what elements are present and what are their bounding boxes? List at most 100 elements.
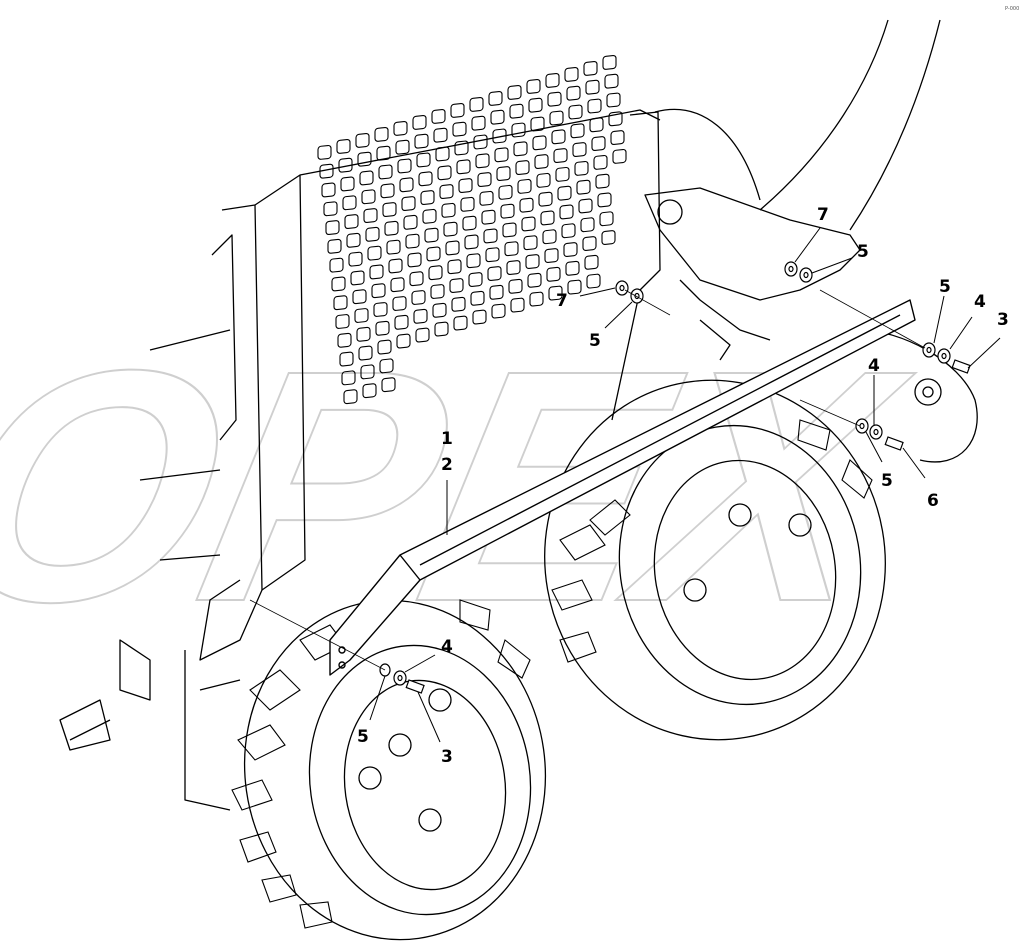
mesh-cell (415, 327, 430, 343)
mesh-cell (396, 333, 411, 349)
mesh-cell (340, 176, 355, 192)
mesh-cell (432, 302, 447, 318)
mesh-cell (416, 152, 431, 168)
mesh-cell (545, 72, 560, 88)
mesh-cell (323, 201, 338, 217)
mesh-cell (578, 198, 593, 214)
mesh-cell (529, 291, 544, 307)
mesh-cell (532, 135, 547, 151)
mesh-cell (376, 145, 391, 161)
mesh-cell (488, 90, 503, 106)
mesh-cell (604, 73, 619, 89)
mesh-cell (498, 184, 513, 200)
callout-4-middle: 4 (868, 356, 880, 376)
cab-screen-mesh (317, 55, 627, 405)
mesh-cell (602, 55, 617, 70)
callout-labels: 1 2 3 3 4 4 4 5 5 5 5 5 6 7 7 (357, 205, 1009, 767)
mesh-cell (317, 144, 332, 160)
mesh-cell (331, 276, 346, 292)
mesh-cell (458, 178, 473, 194)
mesh-cell (453, 315, 468, 331)
mesh-cell (393, 120, 408, 136)
rear-tire (544, 379, 886, 741)
mesh-cell (612, 148, 627, 164)
mesh-cell (586, 273, 601, 289)
mesh-cell (566, 85, 581, 101)
mesh-cell (409, 271, 424, 287)
mesh-cell (343, 389, 358, 405)
mesh-cell (481, 209, 496, 225)
mesh-cell (374, 126, 389, 142)
mesh-cell (606, 92, 621, 108)
mesh-cell (485, 247, 500, 263)
mesh-cell (435, 146, 450, 162)
mesh-cell (565, 260, 580, 276)
callout-7-top-left: 7 (556, 291, 568, 311)
mesh-cell (360, 364, 375, 380)
mesh-cell (422, 208, 437, 224)
watermark-text: OPEX (0, 301, 932, 670)
center-lines (249, 289, 926, 671)
mesh-cell (379, 358, 394, 374)
mesh-cell (449, 278, 464, 293)
mesh-cell (506, 260, 521, 275)
mesh-cell (335, 314, 350, 329)
mesh-cell (466, 253, 481, 269)
callout-2: 2 (441, 455, 453, 475)
mesh-cell (373, 302, 388, 317)
mesh-cell (546, 266, 561, 282)
mesh-cell (526, 78, 541, 94)
mesh-cell (547, 91, 562, 107)
mesh-cell (460, 196, 475, 212)
mesh-cell (454, 140, 469, 156)
mesh-cell (494, 147, 509, 163)
mesh-cell (342, 195, 357, 211)
watermark: OPEX (0, 300, 933, 671)
mesh-cell (359, 170, 374, 186)
mesh-cell (561, 223, 576, 239)
mesh-cell (538, 191, 553, 207)
mesh-cell (530, 116, 545, 132)
mesh-cell (428, 265, 443, 281)
mesh-cell (469, 96, 484, 112)
mesh-cell (491, 303, 506, 319)
mesh-cell (348, 251, 363, 267)
mesh-cell (567, 279, 582, 295)
mesh-cell (513, 141, 528, 157)
mesh-cell (549, 110, 564, 126)
mesh-cell (583, 60, 598, 76)
mesh-cell (517, 178, 532, 194)
mesh-cell (553, 148, 568, 164)
mesh-cell (589, 117, 604, 133)
mesh-cell (456, 159, 471, 175)
loader-body (59, 19, 978, 811)
mesh-cell (339, 351, 354, 367)
mesh-cell (534, 154, 549, 170)
mesh-cell (382, 202, 397, 217)
mesh-cell (502, 222, 517, 238)
mesh-cell (356, 326, 371, 342)
mesh-cell (515, 160, 530, 176)
mesh-cell (492, 128, 507, 144)
mesh-cell (325, 220, 340, 235)
mesh-cell (413, 308, 428, 324)
callout-5-lower: 5 (357, 727, 369, 747)
mesh-cell (426, 246, 441, 262)
mesh-cell (582, 236, 597, 251)
mesh-cell (412, 114, 427, 130)
mesh-cell (500, 203, 515, 219)
mesh-cell (475, 153, 490, 169)
mesh-cell (355, 132, 370, 148)
callout-5-right: 5 (939, 277, 951, 297)
mesh-cell (407, 252, 422, 268)
mesh-cell (433, 127, 448, 143)
mesh-cell (397, 158, 412, 174)
mesh-cell (508, 278, 523, 294)
mesh-cell (354, 308, 369, 323)
mesh-cell (510, 297, 525, 313)
mesh-cell (358, 345, 373, 361)
mesh-cell (336, 138, 351, 154)
mesh-cell (580, 217, 595, 233)
mesh-cell (390, 277, 405, 293)
